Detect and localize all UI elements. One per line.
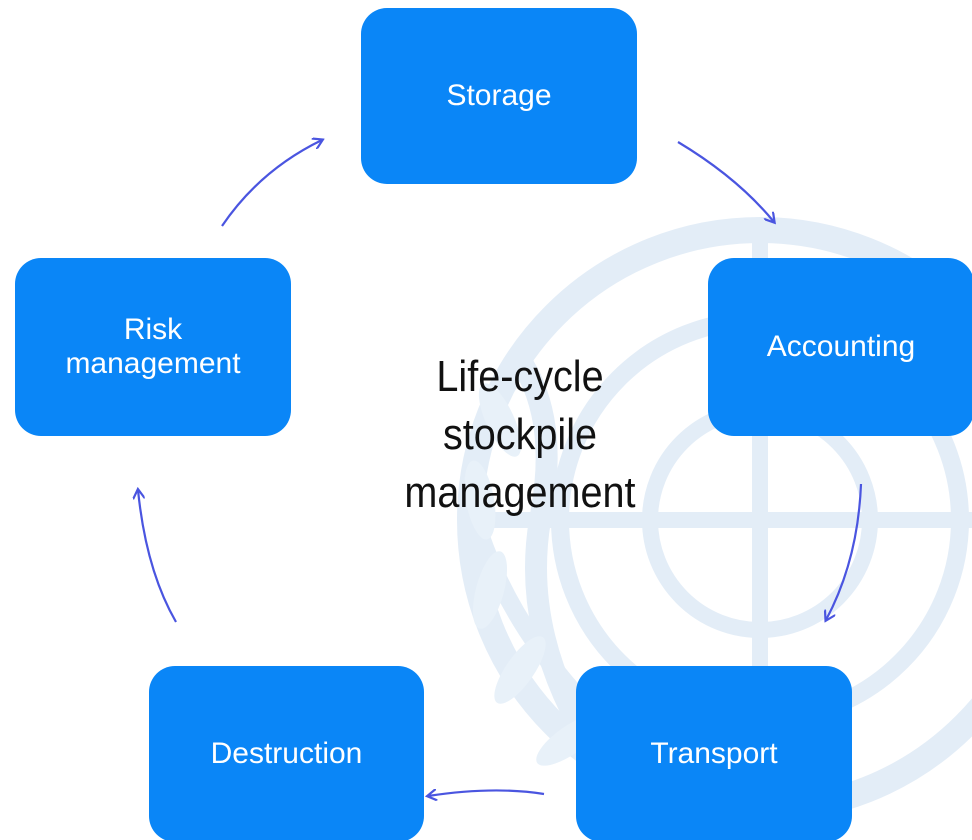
center-title: Life-cycle stockpile management: [404, 352, 636, 517]
arrow-transport-to-destruction: [428, 790, 545, 796]
node-accounting: Accounting: [708, 258, 972, 436]
arrow-destruction-to-risk-management: [138, 490, 177, 623]
node-transport: Transport: [576, 666, 852, 840]
node-storage-label: Storage: [446, 79, 552, 112]
node-risk-management-label: Risk management: [65, 313, 241, 380]
node-risk-management: Risk management: [15, 258, 291, 436]
node-destruction: Destruction: [149, 666, 424, 840]
node-accounting-label: Accounting: [766, 330, 916, 363]
node-transport-label: Transport: [650, 737, 778, 770]
node-destruction-label: Destruction: [210, 737, 363, 770]
arrow-accounting-to-transport: [826, 483, 863, 620]
arrow-storage-to-accounting: [677, 141, 774, 222]
node-storage: Storage: [361, 8, 637, 184]
arrow-risk-management-to-storage: [221, 140, 322, 227]
